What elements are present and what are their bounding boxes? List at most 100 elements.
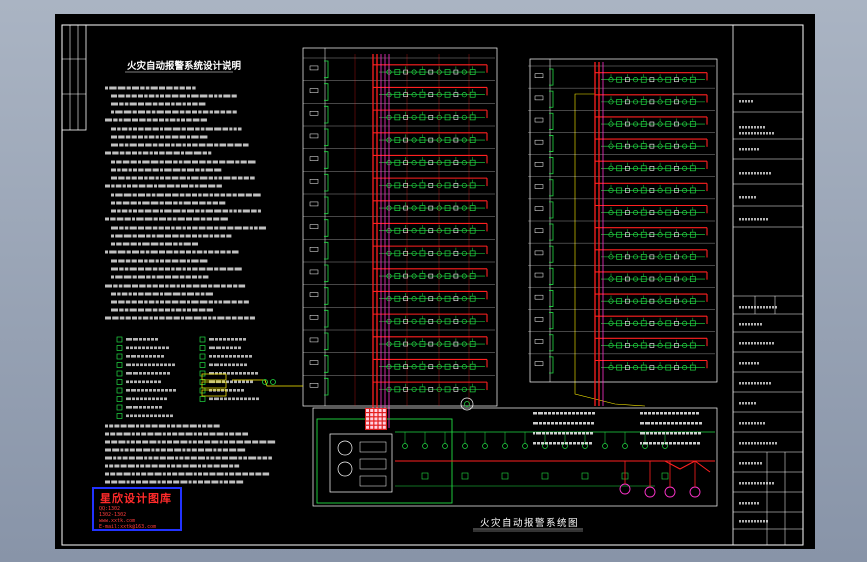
title-block-field — [739, 362, 759, 365]
basement-device — [602, 432, 608, 449]
yellow-callout-line — [574, 93, 646, 407]
legend-callout — [232, 379, 303, 387]
logo-title: 星欣设计图库 — [100, 492, 172, 505]
legend-entry — [199, 370, 258, 377]
riser-diagram-left — [302, 47, 646, 428]
legend-entry — [116, 387, 176, 394]
terminal — [370, 409, 374, 412]
title-block-field — [739, 148, 759, 151]
terminal — [374, 425, 378, 429]
basement-device — [522, 432, 528, 449]
notes-text-line — [105, 448, 246, 452]
legend-entry — [116, 379, 161, 385]
basement-device — [661, 432, 669, 480]
notes-text-line — [111, 226, 266, 230]
floor-row — [528, 220, 715, 241]
floor-row — [528, 242, 715, 263]
title-block-field — [739, 323, 762, 326]
terminal — [374, 413, 378, 417]
watermark-logo: 星欣设计图库 QQ:1302 1302-1302 www.xxtk.com E-… — [92, 487, 182, 531]
floor-row — [528, 110, 715, 130]
floor-row — [303, 57, 495, 79]
terminal — [382, 421, 386, 425]
notes-text-line — [105, 480, 244, 484]
floor-row — [303, 148, 495, 169]
cable-spec-line — [533, 432, 593, 435]
notes-text-line — [105, 456, 272, 460]
basement-device — [541, 432, 549, 480]
terminal — [382, 417, 386, 421]
terminal — [366, 417, 369, 421]
drawing-sheet: 火灾自动报警系统设计说明 — [55, 14, 815, 549]
pump-symbol — [644, 461, 656, 498]
notes-text-line — [105, 217, 228, 221]
terminal — [378, 409, 382, 412]
legend-entry — [116, 396, 167, 402]
notes-text-line — [111, 127, 242, 131]
notes-text-line — [105, 250, 239, 254]
floor-row — [528, 87, 715, 108]
floor-row — [528, 132, 715, 152]
notes-text-line — [105, 184, 222, 188]
title-block-field — [739, 402, 756, 405]
junction-symbol — [460, 397, 474, 411]
notes-text-line — [111, 110, 237, 114]
basement-device — [461, 432, 469, 480]
cable-spec-line — [640, 422, 702, 425]
terminal — [382, 409, 386, 412]
title-block — [732, 24, 804, 546]
logo-line: QQ:1302 — [99, 506, 121, 512]
legend-highlight-box — [201, 373, 227, 381]
cable-spec-line — [640, 442, 700, 445]
terminal — [370, 413, 374, 417]
notes-text-line — [111, 275, 209, 279]
legend-entry — [116, 345, 169, 351]
notes-text-line — [111, 292, 213, 296]
notes-text-line — [111, 143, 249, 147]
notes-text-line — [111, 135, 208, 139]
notes-text-line — [105, 424, 220, 428]
title-block-field — [739, 382, 771, 385]
legend-highlight-box — [201, 381, 227, 389]
notes-text-line — [105, 440, 276, 444]
notes-text-line — [111, 242, 199, 246]
title-block-field — [739, 218, 768, 221]
terminal — [378, 421, 382, 425]
legend-entry — [116, 413, 173, 419]
basement-device — [421, 432, 429, 480]
basement-device — [442, 432, 448, 449]
legend-entry — [116, 336, 158, 343]
fire-alarm-controller — [329, 433, 393, 493]
notes-text-line — [105, 151, 212, 155]
floor-row — [528, 154, 715, 175]
terminal — [378, 425, 382, 429]
notes-text-line — [111, 168, 222, 172]
floor-row — [528, 65, 715, 86]
notes-text-line — [105, 464, 240, 468]
notes-text-line — [105, 472, 270, 476]
floor-row — [303, 284, 495, 305]
floor-row — [303, 375, 495, 396]
title-block-field — [739, 100, 753, 103]
floor-row — [528, 331, 715, 352]
notes-text-line — [111, 193, 261, 197]
notes-text-line — [111, 234, 232, 238]
terminal — [370, 417, 374, 421]
notes-text-line — [111, 176, 255, 180]
legend-entry — [199, 336, 246, 343]
title-block-text — [739, 100, 777, 523]
legend-entry — [199, 345, 241, 351]
title-block-field — [739, 132, 774, 135]
notes-text-line — [111, 94, 237, 98]
terminal — [366, 425, 369, 429]
cable-spec-line — [533, 442, 592, 445]
legend-entry — [199, 396, 259, 402]
pump-symbol — [689, 461, 701, 498]
terminal — [366, 413, 369, 417]
basement-device — [581, 432, 589, 480]
notes-text-line — [105, 432, 248, 436]
logo-line: E-mail:xxtk@163.com — [99, 524, 157, 530]
cable-spec-text — [533, 412, 702, 445]
floor-row — [528, 265, 715, 285]
